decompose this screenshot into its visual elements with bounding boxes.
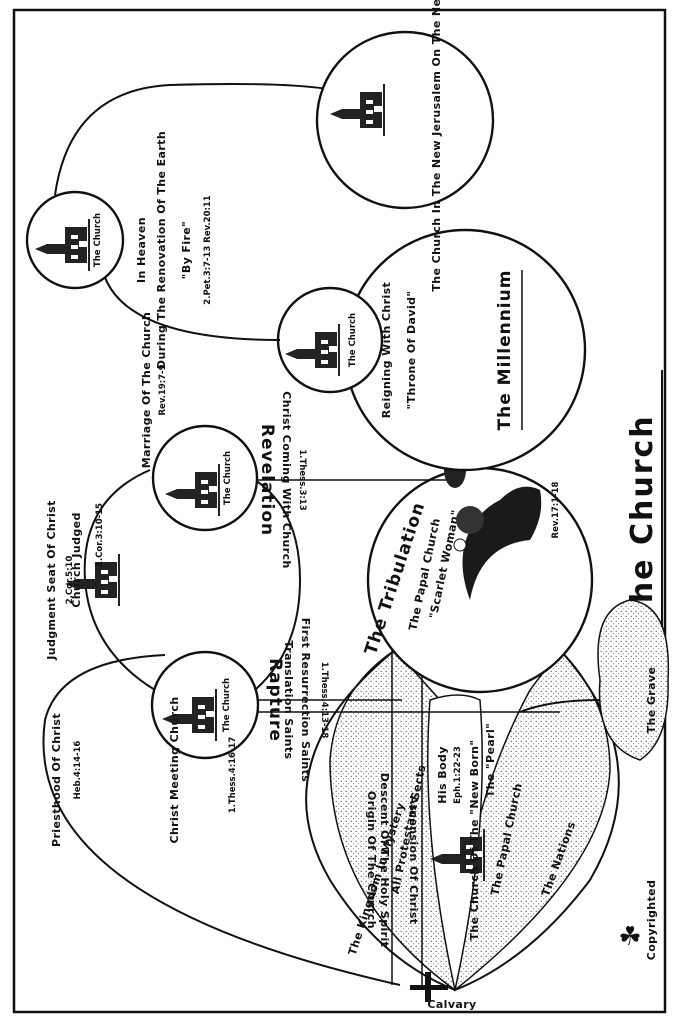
reigning-church-label: The Church [348,313,358,367]
marriage-ref: Rev.19:7-9 [158,364,168,415]
priesthood-arc [42,654,401,986]
woman-icon [453,538,467,552]
holy-spirit-label: Descent Of The Holy Spirit [378,773,391,948]
thess-ref: 1.Thess.4:13-18 [319,662,329,739]
rev17-ref: Rev.17:1-18 [551,481,561,538]
cor-ref: 1.Cor.3:10-15 [95,503,105,567]
origin-label: Origin Of The Church [365,791,378,929]
first-resurrection-label: First Resurrection Saints [299,618,312,783]
priesthood-ref: Heb.4:14-16 [73,741,83,800]
page-border [12,8,667,1014]
christ-meeting-ref: 1.Thess.4:16-17 [228,737,238,814]
grave-label: The Grave [645,667,658,734]
marriage-church-label: The Church [223,451,233,505]
renovation-ref: 2.Pet.3:7-13 Rev.20:11 [203,195,213,305]
throne-label: "Throne Of David" [405,290,418,409]
diagram-title: The Church [625,414,660,625]
heaven-arc-top [54,83,361,196]
pearl-label: The "Pearl" [484,723,497,798]
translation-saints-label: Translation Saints [282,641,295,760]
christ-meeting-label: Christ Meeting Church [168,696,181,843]
calvary-label: Calvary [427,998,476,1011]
his-body-label: His Body [436,746,449,804]
heaven-church-label: The Church [93,213,103,267]
judgment-ref: 2.Cor.5:10 [65,556,75,605]
renovation-label: During The Renovation Of The Earth [155,131,168,369]
in-heaven-label: In Heaven [135,217,148,283]
thess3-ref: 1.Thess.3:13 [297,449,307,510]
church-judged-label: Church Judged [70,512,83,608]
priesthood-label: Priesthood Of Christ [50,713,63,847]
by-fire-label: "By Fire" [180,221,193,280]
new-born-label: The Church Of The "New Born" [468,739,481,940]
new-jerusalem-label: The Church In The New Jerusalem On The N… [430,0,443,292]
judgment-arc-right [254,479,302,691]
marriage-label: Marriage Of The Church [140,312,153,468]
judgment-seat-label: Judgment Seat Of Christ [45,500,58,660]
kingdom-outline [305,649,456,991]
his-body-ref: Eph.1:22-23 [453,746,463,804]
rapture-church-label: The Church [222,678,232,732]
christ-coming-label: Christ Coming With Church [280,391,293,568]
copyright-label: Copyrighted [645,880,658,961]
millennium-label: The Millennium [495,270,515,431]
ascension-label: Ascension Of Christ [407,796,420,925]
reigning-label: Reigning With Christ [380,282,393,418]
grave-region [597,599,670,761]
copyright-logo-icon: ☘ [618,922,641,952]
new-jerusalem-circle [315,30,495,210]
